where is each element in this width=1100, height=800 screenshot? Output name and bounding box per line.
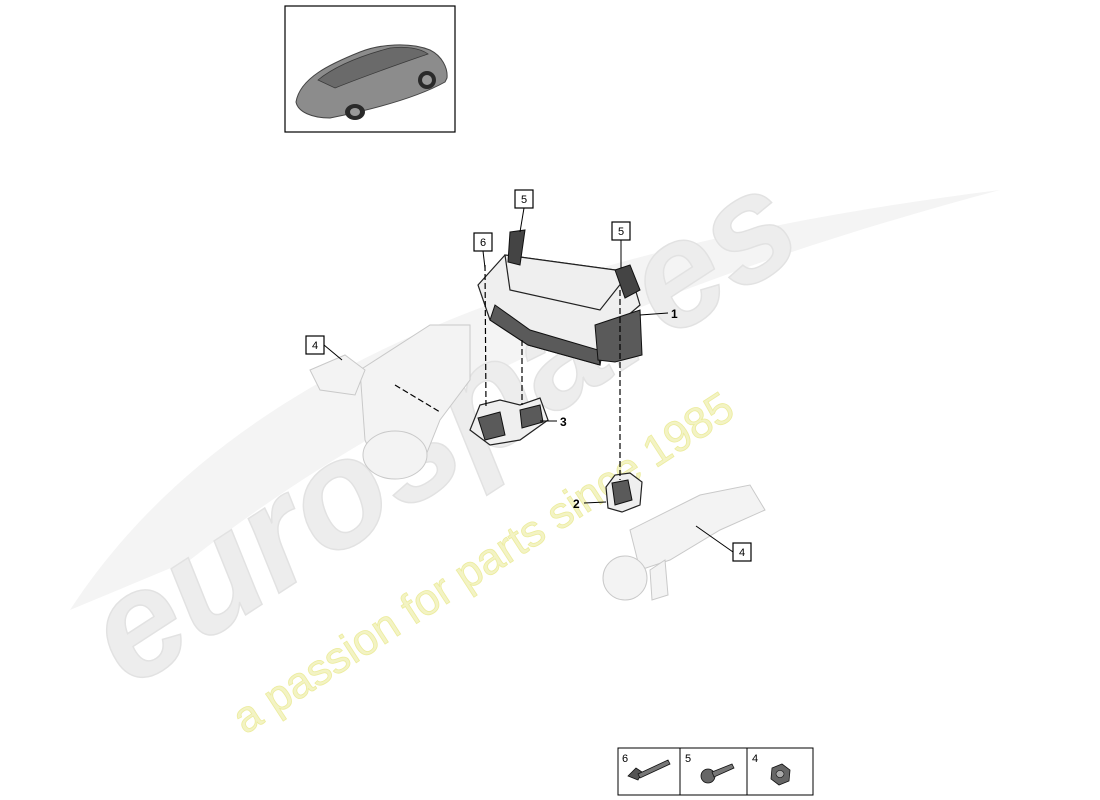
car-icon xyxy=(295,44,448,120)
svg-text:4: 4 xyxy=(312,340,318,352)
part-number-3: 3 xyxy=(540,415,567,429)
callout-6: 6 xyxy=(473,232,493,269)
svg-text:3: 3 xyxy=(560,415,567,429)
long-bolt-icon xyxy=(627,759,671,781)
vehicle-thumbnail xyxy=(284,5,456,133)
svg-text:4: 4 xyxy=(752,753,758,765)
svg-text:6: 6 xyxy=(480,237,486,249)
assembly-lines xyxy=(394,264,621,480)
callout-4-right: 4 xyxy=(695,525,752,562)
svg-text:2: 2 xyxy=(573,497,580,511)
svg-text:4: 4 xyxy=(739,547,745,559)
callout-5-right: 5 xyxy=(611,221,631,268)
watermark-swoosh xyxy=(70,190,1000,610)
callout-4-left: 4 xyxy=(305,335,343,361)
svg-text:5: 5 xyxy=(618,226,624,238)
watermark: eurospares a passion for parts since 198… xyxy=(55,135,1000,744)
svg-text:6: 6 xyxy=(622,753,628,765)
svg-text:1: 1 xyxy=(671,307,678,321)
bracket-part-3 xyxy=(469,397,549,446)
ghost-left-structure xyxy=(309,324,471,480)
part-number-2: 2 xyxy=(573,497,607,511)
hex-nut-icon xyxy=(770,763,791,786)
part-number-1: 1 xyxy=(639,307,678,321)
callout-5-top: 5 xyxy=(514,189,534,233)
main-unit-part-1 xyxy=(477,229,643,366)
bracket-part-2 xyxy=(605,472,643,513)
legend-item-6: 6 xyxy=(622,753,671,781)
svg-text:5: 5 xyxy=(521,194,527,206)
short-screw-icon xyxy=(700,763,735,784)
svg-text:5: 5 xyxy=(685,753,691,765)
legend-item-4: 4 xyxy=(752,753,791,786)
fastener-legend: 6 5 4 xyxy=(617,747,814,796)
legend-item-5: 5 xyxy=(685,753,735,784)
